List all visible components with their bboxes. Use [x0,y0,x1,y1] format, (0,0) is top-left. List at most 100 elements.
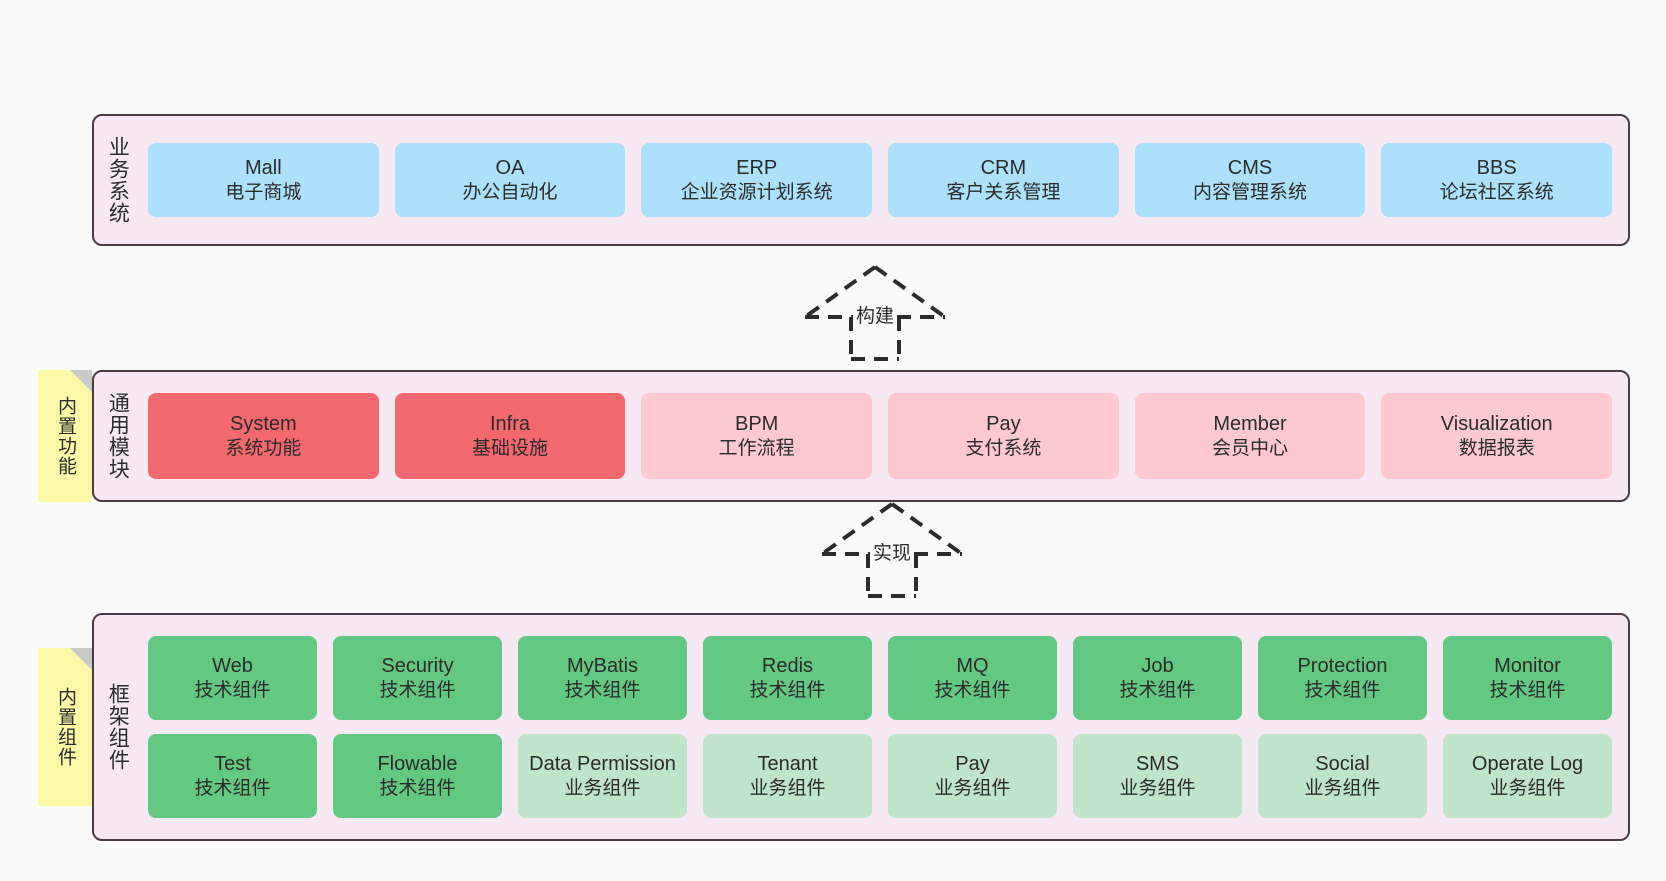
card-subtitle: 系统功能 [225,437,302,459]
card-title: Visualization [1440,413,1553,436]
note-label: 内置组件 [54,687,76,767]
card-oa[interactable]: OA 办公自动化 [394,143,626,217]
card-row: System 系统功能 Infra 基础设施 BPM 工作流程 Pay 支付系统… [148,393,1613,479]
card-subtitle: 业务组件 [934,777,1011,799]
card-title: Infra [489,413,531,436]
card-pay[interactable]: Pay 支付系统 [888,393,1119,479]
card-mybatis[interactable]: MyBatis 技术组件 [518,636,687,720]
card-title: Protection [1297,655,1388,678]
note-builtin-component: 内置组件 [38,648,92,806]
card-title: Pay [955,753,990,776]
connector-build: 构建 [795,263,955,363]
card-title: OA [495,157,525,180]
card-erp[interactable]: ERP 企业资源计划系统 [641,143,873,217]
card-title: Data Permission [529,753,676,776]
card-subtitle: 基础设施 [472,437,549,459]
card-title: SMS [1135,753,1180,776]
card-title: Job [1141,655,1174,678]
card-subtitle: 技术组件 [1489,679,1566,701]
card-row: Web 技术组件 Security 技术组件 MyBatis 技术组件 Redi… [148,636,1612,720]
card-title: Pay [986,413,1021,436]
layer-framework-title: 框架组件 [106,683,130,771]
card-subtitle: 技术组件 [379,777,456,799]
connector-build-label: 构建 [852,301,898,328]
card-subtitle: 业务组件 [1119,777,1196,799]
card-web[interactable]: Web 技术组件 [148,636,317,720]
card-subtitle: 技术组件 [379,679,456,701]
card-subtitle: 技术组件 [1119,679,1196,701]
card-row: Mall 电子商城 OA 办公自动化 ERP 企业资源计划系统 CRM 客户关系… [148,143,1613,217]
card-subtitle: 工作流程 [718,437,795,459]
card-flowable[interactable]: Flowable 技术组件 [333,734,502,818]
card-crm[interactable]: CRM 客户关系管理 [888,143,1119,217]
card-title: BBS [1476,157,1517,180]
card-cms[interactable]: CMS 内容管理系统 [1134,143,1366,217]
card-subtitle: 支付系统 [965,437,1042,459]
layer-common-title: 通用模块 [106,392,130,480]
card-title: Mall [245,157,282,180]
card-title: MyBatis [566,655,639,678]
connector-realize: 实现 [812,500,972,600]
card-pay-business[interactable]: Pay 业务组件 [888,734,1057,818]
card-subtitle: 企业资源计划系统 [680,181,833,203]
card-title: System [229,413,297,436]
card-visualization[interactable]: Visualization 数据报表 [1381,393,1613,479]
card-title: Operate Log [1471,753,1584,776]
card-subtitle: 办公自动化 [462,181,558,203]
card-row: Test 技术组件 Flowable 技术组件 Data Permission … [148,734,1612,818]
card-bbs[interactable]: BBS 论坛社区系统 [1381,143,1613,217]
layer-common-body: System 系统功能 Infra 基础设施 BPM 工作流程 Pay 支付系统… [140,372,1628,500]
card-subtitle: 会员中心 [1212,437,1289,459]
card-tenant[interactable]: Tenant 业务组件 [703,734,872,818]
card-subtitle: 内容管理系统 [1193,181,1308,203]
card-subtitle: 业务组件 [749,777,826,799]
card-subtitle: 技术组件 [194,679,271,701]
card-subtitle: 技术组件 [934,679,1011,701]
card-member[interactable]: Member 会员中心 [1134,393,1366,479]
card-subtitle: 业务组件 [1489,777,1566,799]
layer-business-body: Mall 电子商城 OA 办公自动化 ERP 企业资源计划系统 CRM 客户关系… [140,116,1628,244]
card-operate-log[interactable]: Operate Log 业务组件 [1443,734,1612,818]
layer-common-module: 通用模块 System 系统功能 Infra 基础设施 BPM 工作流程 Pay… [92,370,1630,502]
card-title: Social [1315,753,1370,776]
card-job[interactable]: Job 技术组件 [1073,636,1242,720]
card-title: Flowable [377,753,458,776]
card-title: Redis [761,655,814,678]
layer-framework-component: 框架组件 Web 技术组件 Security 技术组件 MyBatis 技术组件… [92,613,1630,841]
card-sms[interactable]: SMS 业务组件 [1073,734,1242,818]
card-mq[interactable]: MQ 技术组件 [888,636,1057,720]
card-infra[interactable]: Infra 基础设施 [394,393,626,479]
card-title: Tenant [757,753,818,776]
card-title: BPM [735,413,779,436]
note-label: 内置功能 [54,396,76,476]
card-subtitle: 数据报表 [1458,437,1535,459]
card-title: Monitor [1494,655,1561,678]
card-title: Security [381,655,454,678]
layer-business-system: 业务系统 Mall 电子商城 OA 办公自动化 ERP 企业资源计划系统 CRM… [92,114,1630,246]
card-title: Test [214,753,251,776]
layer-business-title: 业务系统 [106,136,130,224]
card-mall[interactable]: Mall 电子商城 [148,143,379,217]
card-system[interactable]: System 系统功能 [148,393,379,479]
card-subtitle: 技术组件 [194,777,271,799]
layer-framework-body: Web 技术组件 Security 技术组件 MyBatis 技术组件 Redi… [140,615,1628,839]
card-subtitle: 业务组件 [564,777,641,799]
card-title: ERP [736,157,778,180]
note-builtin-function: 内置功能 [38,370,92,502]
card-protection[interactable]: Protection 技术组件 [1258,636,1427,720]
card-subtitle: 业务组件 [1304,777,1381,799]
card-subtitle: 电子商城 [225,181,302,203]
card-security[interactable]: Security 技术组件 [333,636,502,720]
card-redis[interactable]: Redis 技术组件 [703,636,872,720]
card-social[interactable]: Social 业务组件 [1258,734,1427,818]
card-bpm[interactable]: BPM 工作流程 [641,393,873,479]
card-subtitle: 技术组件 [749,679,826,701]
card-data-permission[interactable]: Data Permission 业务组件 [518,734,687,818]
card-monitor[interactable]: Monitor 技术组件 [1443,636,1612,720]
card-title: Member [1213,413,1287,436]
card-title: CMS [1227,157,1273,180]
card-title: CRM [980,157,1027,180]
card-test[interactable]: Test 技术组件 [148,734,317,818]
card-title: Web [212,655,253,678]
card-subtitle: 论坛社区系统 [1439,181,1554,203]
